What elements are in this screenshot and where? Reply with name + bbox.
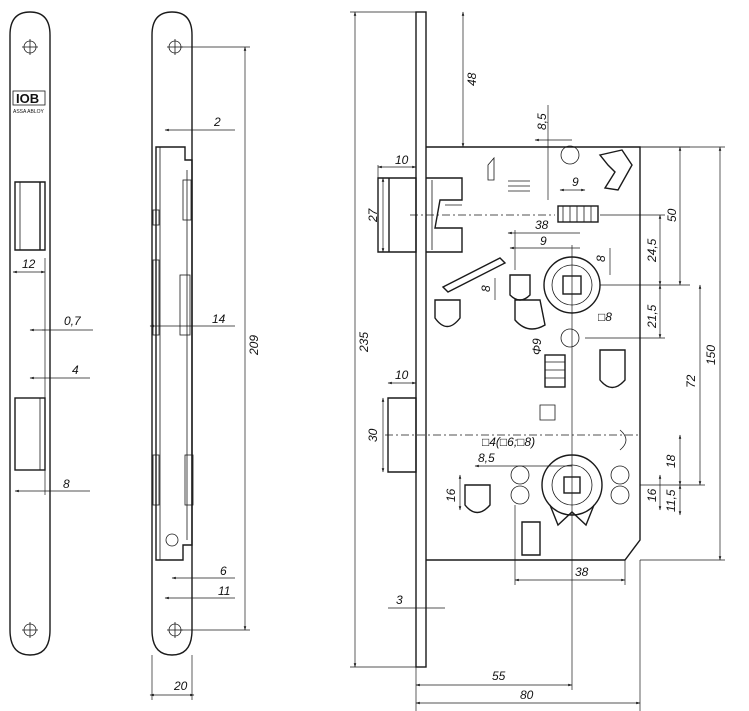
dim-deadbolt-height: 30 bbox=[366, 428, 380, 442]
svg-text:ASSA ABLOY: ASSA ABLOY bbox=[13, 109, 45, 115]
dim-cyl-sq: □4(□6;□8) bbox=[482, 435, 535, 449]
dim-72: 72 bbox=[684, 374, 698, 388]
dim-face-bot-a: 6 bbox=[220, 564, 227, 578]
lock-body-side bbox=[155, 146, 193, 561]
dim-9: 9 bbox=[540, 234, 547, 248]
dim-18: 18 bbox=[664, 454, 678, 468]
strike-plate-view: IOB ASSA ABLOY 12 0,7 4 8 bbox=[9, 11, 93, 656]
dim-16b: 16 bbox=[645, 488, 659, 502]
dim-24-5: 24,5 bbox=[645, 238, 659, 263]
dim-16a: 16 bbox=[444, 488, 458, 502]
faceplate-outline bbox=[151, 11, 193, 656]
dim-top-offset: 48 bbox=[465, 72, 479, 86]
dim-11-5: 11,5 bbox=[664, 489, 678, 512]
spring-block bbox=[557, 205, 599, 223]
strike-plate-outline bbox=[9, 11, 51, 656]
svg-text:IOB: IOB bbox=[16, 91, 39, 106]
dim-8-5b: 8,5 bbox=[478, 451, 495, 465]
dim-21-5: 21,5 bbox=[645, 304, 659, 329]
dim-face-height: 209 bbox=[247, 335, 261, 356]
dim-8b: 8 bbox=[594, 255, 608, 262]
dim-8a: 8 bbox=[479, 285, 493, 292]
dim-38b: 38 bbox=[575, 565, 589, 579]
faceplate-view: 209 2 14 6 11 20 bbox=[149, 11, 261, 700]
latch-bolt bbox=[377, 177, 417, 253]
dim-sq8: □8 bbox=[598, 310, 612, 324]
latch-hook bbox=[598, 149, 633, 191]
dim-face-bot-b: 11 bbox=[218, 584, 230, 598]
dim-face-width: 20 bbox=[173, 679, 188, 693]
lock-body-view: 235 48 10 27 10 30 8,5 9 38 9 8 bbox=[350, 11, 725, 711]
dim-150: 150 bbox=[704, 345, 718, 365]
dim-phi9: Φ9 bbox=[530, 338, 544, 355]
brand-logo: IOB ASSA ABLOY bbox=[12, 90, 46, 115]
dim-spindle-h: 8,5 bbox=[535, 113, 549, 130]
dim-spindle-9a: 9 bbox=[572, 175, 579, 189]
dim-latch-height: 27 bbox=[366, 207, 380, 223]
dim-50: 50 bbox=[665, 208, 679, 222]
dim-80: 80 bbox=[520, 688, 534, 702]
latch-opening bbox=[14, 181, 46, 251]
dim-3: 3 bbox=[396, 593, 403, 607]
lock-case bbox=[426, 146, 641, 561]
dim-strike-offset-b: 4 bbox=[72, 363, 79, 377]
bolt-opening bbox=[14, 397, 46, 471]
dim-latch-proj: 10 bbox=[395, 153, 409, 167]
forend bbox=[415, 11, 427, 668]
dim-body-total: 235 bbox=[357, 332, 371, 353]
dim-face-top: 2 bbox=[213, 115, 221, 129]
dim-strike-slot: 8 bbox=[63, 477, 70, 491]
dim-55: 55 bbox=[492, 669, 506, 683]
dim-deadbolt-proj: 10 bbox=[395, 368, 409, 382]
dim-backset-38: 38 bbox=[535, 218, 549, 232]
dim-face-mid: 14 bbox=[212, 312, 226, 326]
dim-strike-width: 12 bbox=[22, 257, 36, 271]
dead-bolt bbox=[387, 397, 417, 473]
dim-strike-offset-a: 0,7 bbox=[64, 314, 82, 328]
